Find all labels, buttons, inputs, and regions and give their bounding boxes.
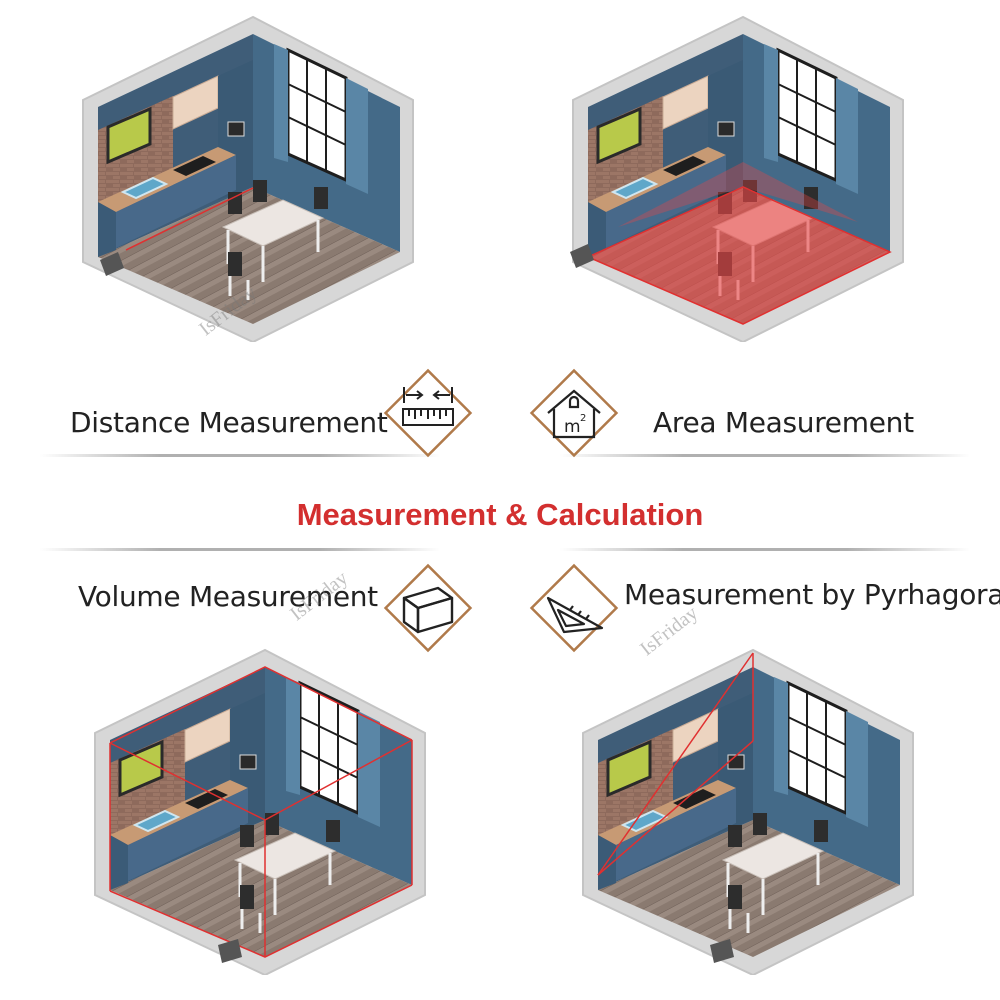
area-label: Area Measurement — [653, 406, 914, 439]
volume-room-illustration — [90, 645, 430, 975]
divider-top-left — [40, 454, 440, 457]
distance-label: Distance Measurement — [70, 406, 388, 439]
house-m2-icon: m 2 — [518, 357, 630, 469]
page-title: Measurement & Calculation — [296, 497, 704, 532]
volume-laser-box — [109, 666, 413, 958]
laser-device — [570, 244, 594, 268]
divider-bottom-left — [40, 548, 440, 551]
pythagoras-room-illustration — [578, 645, 918, 975]
volume-label: Volume Measurement — [78, 580, 378, 613]
cube-icon — [372, 552, 484, 664]
pythagoras-laser-lines — [597, 652, 754, 876]
distance-room-illustration — [78, 12, 418, 342]
m2-exponent: 2 — [580, 413, 586, 424]
area-laser-wall — [618, 162, 858, 227]
pythagoras-label: Measurement by Pyrhagoras — [624, 578, 1000, 611]
ruler-arrows-icon — [372, 357, 484, 469]
laser-device — [218, 939, 242, 963]
laser-device — [710, 939, 734, 963]
distance-laser-line — [125, 187, 254, 251]
m2-unit: m — [564, 417, 581, 437]
divider-top-right — [560, 454, 970, 457]
divider-bottom-right — [560, 548, 970, 551]
area-room-illustration — [568, 12, 908, 342]
triangle-ruler-icon — [518, 552, 630, 664]
laser-device — [100, 252, 124, 276]
area-laser-fill — [586, 186, 892, 325]
